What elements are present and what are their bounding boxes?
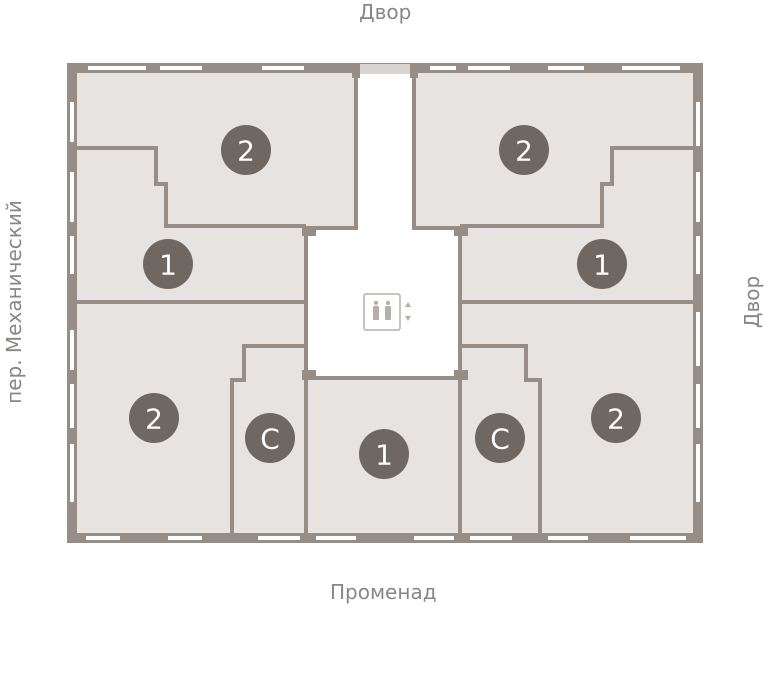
unit-badge-label: 2	[237, 135, 255, 168]
unit-badge-upper-right[interactable]: 1	[577, 239, 627, 289]
unit-badge-circle	[129, 393, 179, 443]
interior-walls	[72, 68, 698, 538]
elevator-icon	[363, 293, 411, 331]
unit-badge-circle	[143, 239, 193, 289]
unit-badge-studio-left[interactable]: С	[245, 413, 295, 463]
label-bottom: Променад	[330, 580, 437, 604]
unit-badge-lower-right[interactable]: 2	[591, 393, 641, 443]
unit-badge-circle	[499, 125, 549, 175]
unit-badge-circle	[591, 393, 641, 443]
unit-badge-circle	[221, 125, 271, 175]
unit-badge-top-right[interactable]: 2	[499, 125, 549, 175]
unit-badge-circle	[577, 239, 627, 289]
unit-badge-label: 1	[593, 249, 611, 282]
unit-badge-top-left[interactable]: 2	[221, 125, 271, 175]
unit-badge-upper-left[interactable]: 1	[143, 239, 193, 289]
unit-badge-label: С	[260, 423, 280, 456]
unit-badge-label: С	[490, 423, 510, 456]
courtyard-door	[360, 64, 410, 74]
unit-badge-lower-left[interactable]: 2	[129, 393, 179, 443]
unit-badge-bottom-center[interactable]: 1	[359, 429, 409, 479]
unit-badge-label: 2	[145, 403, 163, 436]
windows	[70, 66, 700, 540]
unit-badge-circle	[359, 429, 409, 479]
unit-badge-circle	[245, 413, 295, 463]
unit-badge-studio-right[interactable]: С	[475, 413, 525, 463]
label-top: Двор	[359, 0, 412, 24]
unit-badge-label: 2	[515, 135, 533, 168]
unit-badge-label: 2	[607, 403, 625, 436]
unit-badge-circle	[475, 413, 525, 463]
unit-badge-label: 1	[375, 439, 393, 472]
wall-pillars	[302, 68, 468, 380]
unit-badge-label: 1	[159, 249, 177, 282]
central-corridor	[306, 68, 460, 376]
